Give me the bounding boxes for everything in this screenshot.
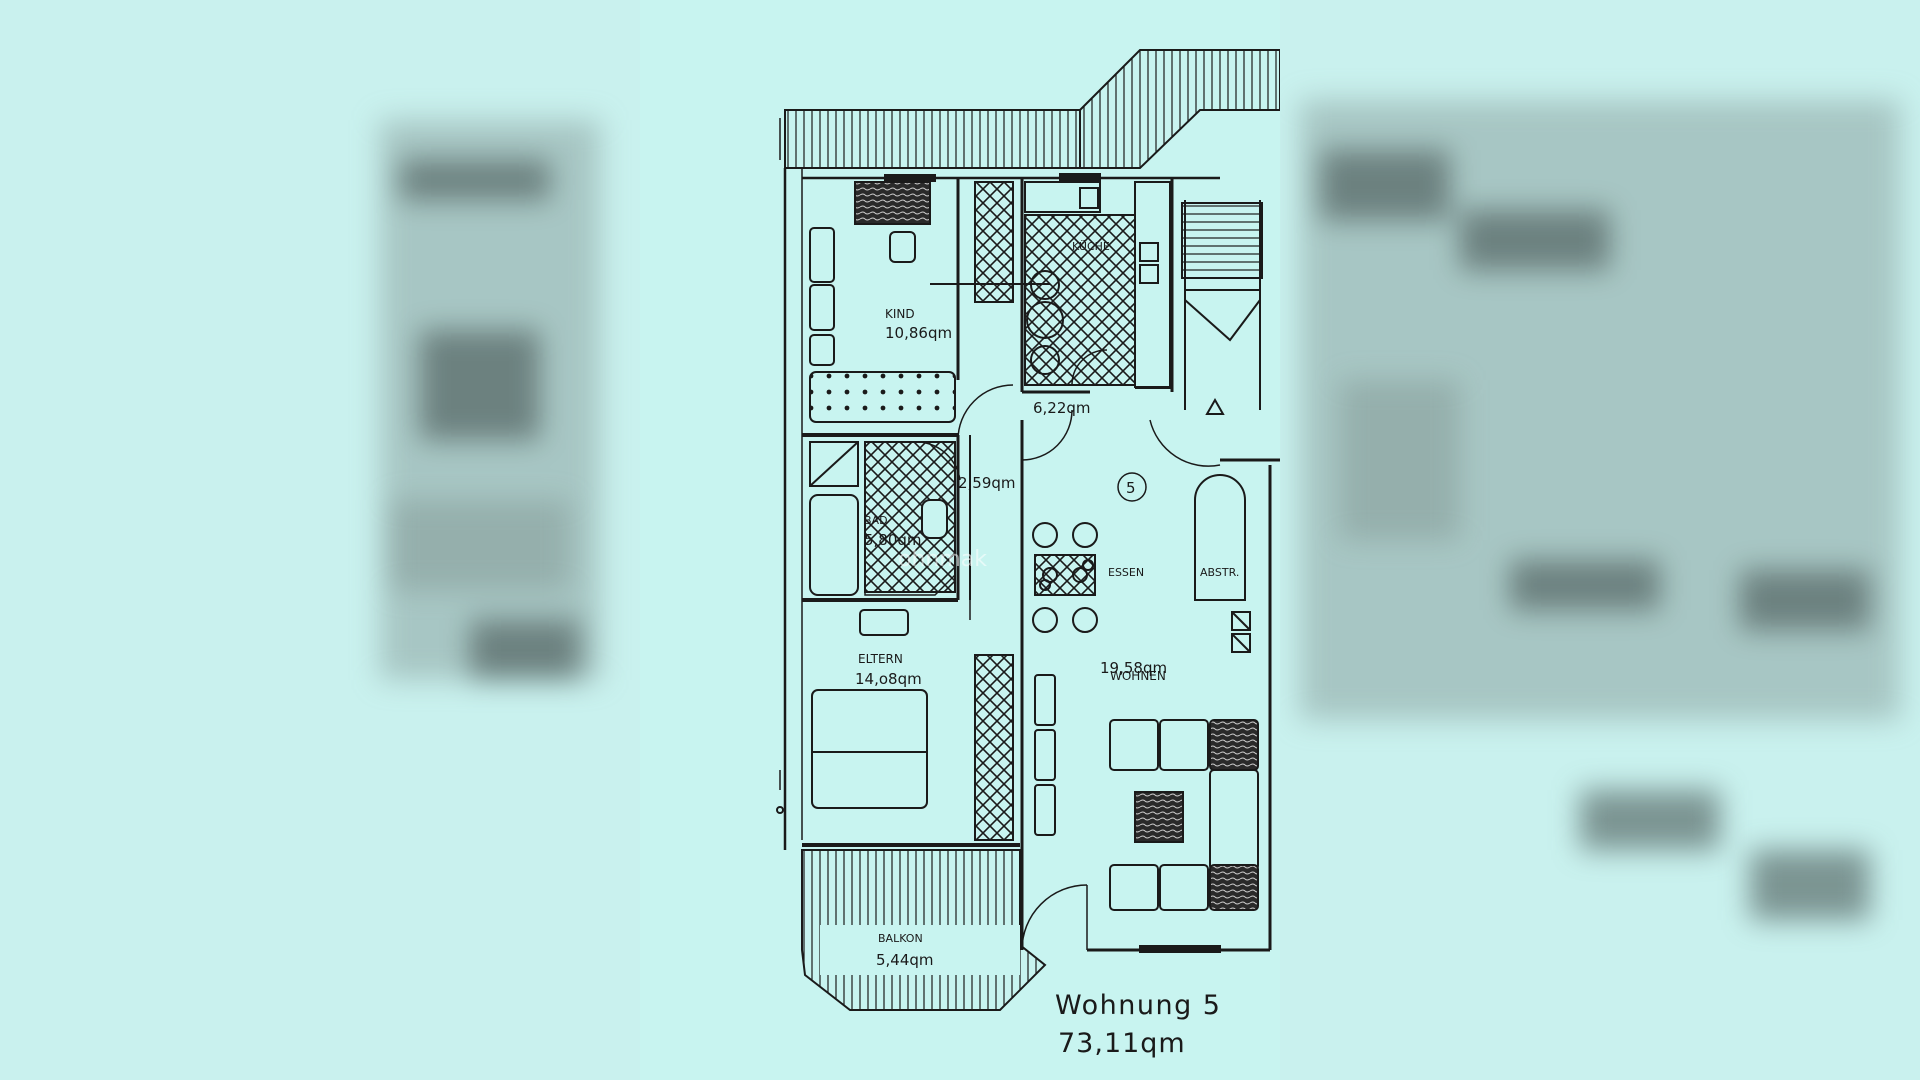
room-kueche-name: KÜCHE — [1072, 240, 1110, 253]
room-eltern-area: 14,o8qm — [855, 670, 922, 688]
room-kind-name: KIND — [885, 307, 915, 321]
room-balkon — [801, 849, 1270, 1011]
plan-total-area: 73,11qm — [1058, 1028, 1186, 1059]
room-eltern-name: ELTERN — [858, 652, 903, 666]
room-kind-area: 10,86qm — [885, 324, 952, 342]
room-bad — [802, 435, 961, 602]
plan-title: Wohnung 5 — [1055, 990, 1221, 1021]
stairwell — [1149, 200, 1280, 467]
watermark-text: ohnmak — [898, 547, 987, 572]
floor-plan-panel: KIND 10,86qm KÜCHE 6,22qm 2,59qm BAD 5,8… — [640, 0, 1280, 1080]
room-bad-name: BAD — [864, 514, 888, 527]
floor-plan-drawing: KIND 10,86qm KÜCHE 6,22qm 2,59qm BAD 5,8… — [776, 49, 1280, 1059]
room-wohnen-name: WOHNEN — [1110, 669, 1166, 683]
room-eltern — [776, 609, 1020, 847]
roof-terrace — [779, 49, 1280, 169]
room-essen-name: ESSEN — [1108, 566, 1144, 579]
room-flur — [969, 409, 1073, 620]
room-kueche-area: 6,22qm — [1033, 399, 1091, 417]
room-kueche — [1020, 173, 1174, 394]
unit-number-circle — [1117, 472, 1147, 502]
room-wohnen-area: 19,58qm — [1100, 659, 1167, 677]
unit-number: 5 — [1126, 479, 1136, 497]
room-bad-area: 5,80qm — [864, 531, 922, 549]
room-kind — [802, 174, 1050, 441]
room-abstr-name: ABSTR. — [1200, 566, 1239, 579]
room-balkon-area: 5,44qm — [876, 951, 934, 969]
room-balkon-name: BALKON — [878, 932, 923, 945]
room-labels: KIND 10,86qm KÜCHE 6,22qm 2,59qm BAD 5,8… — [855, 240, 1239, 1059]
room-flur-area: 2,59qm — [958, 474, 1016, 492]
blurred-background-right — [1280, 0, 1920, 1080]
room-wohnen-essen — [1020, 465, 1272, 950]
blurred-background-left — [0, 0, 640, 1080]
